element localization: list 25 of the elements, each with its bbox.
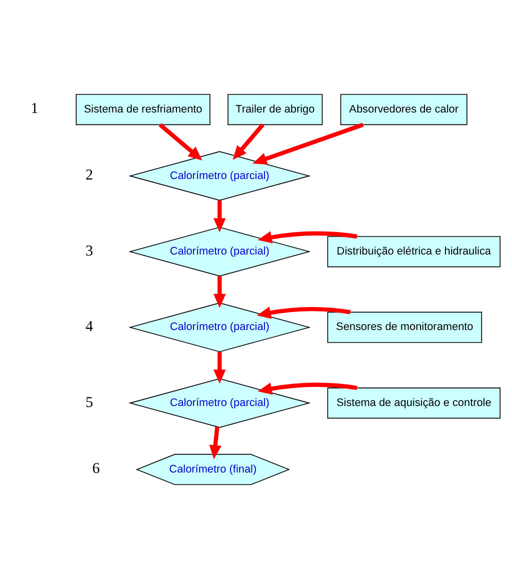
label: 3	[85, 243, 94, 260]
node-diamond: Calorímetro (parcial)	[128, 378, 311, 428]
label: 5	[85, 394, 94, 411]
node-diamond: Calorímetro (parcial)	[128, 302, 311, 352]
arrow	[256, 306, 351, 319]
label: 6	[92, 461, 100, 478]
node-box: Distribuição elétrica e hidraulica	[327, 236, 501, 268]
arrow	[209, 426, 222, 460]
arrow	[213, 352, 226, 384]
node-diamond: Calorímetro (parcial)	[128, 226, 311, 276]
label: 4	[85, 319, 94, 336]
arrow	[258, 231, 358, 244]
node-box: Absorvedores de calor	[340, 94, 468, 126]
arrow	[213, 276, 226, 308]
label: 1	[30, 101, 38, 118]
node-box: Trailer de abrigo	[228, 94, 323, 126]
arrow	[158, 123, 202, 160]
node-box: Sistema de aquisição e controle	[327, 388, 501, 419]
node-box: Sensores de monitoramento	[327, 312, 482, 343]
label: 2	[85, 168, 94, 184]
arrow	[232, 123, 264, 160]
node-box: Sistema de resfriamento	[76, 94, 210, 126]
arrow	[252, 122, 364, 165]
arrow	[213, 200, 226, 232]
arrow	[258, 382, 358, 395]
